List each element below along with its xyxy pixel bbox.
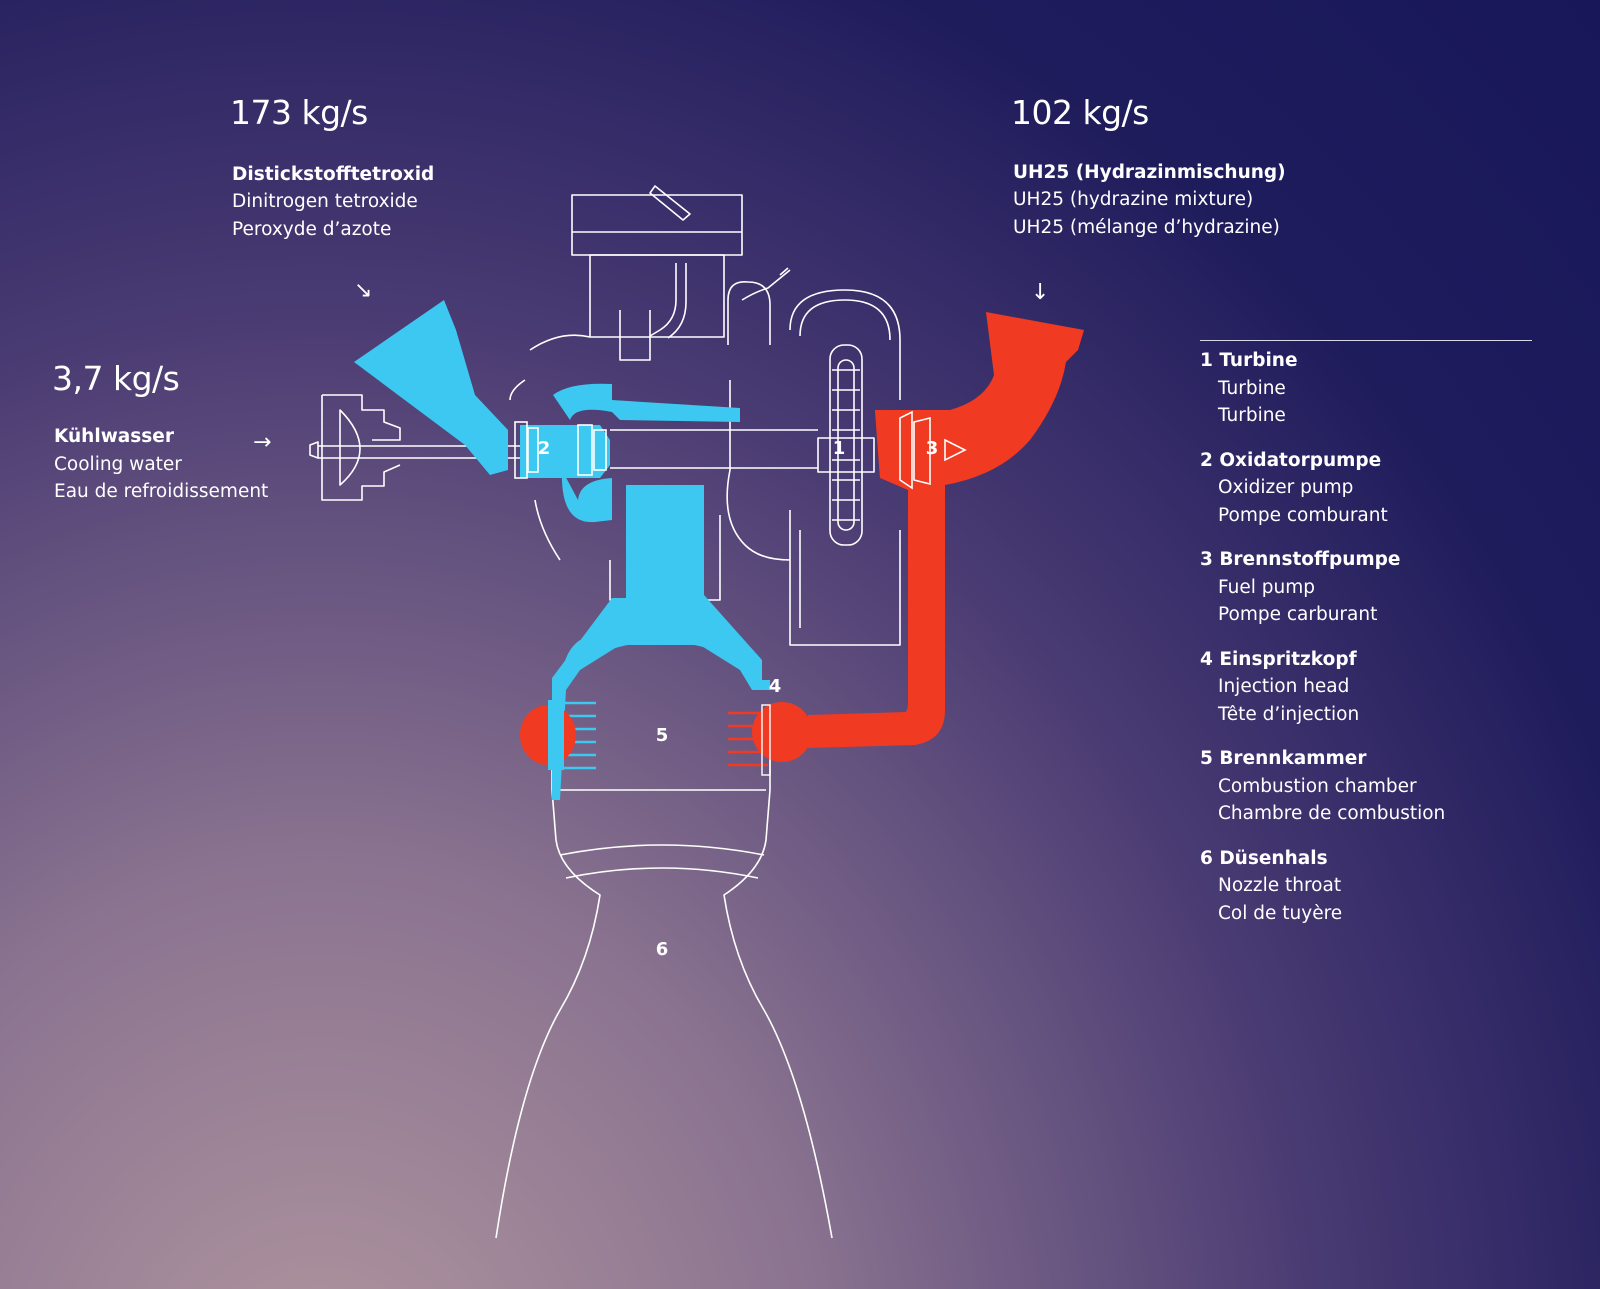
legend-item-title: 5 Brennkammer xyxy=(1200,748,1445,778)
fuel-name-en: UH25 (hydrazine mixture) xyxy=(1013,189,1254,210)
legend-item-label-en: Injection head xyxy=(1218,676,1350,697)
oxidizer-arrow-icon: ↘ xyxy=(354,278,373,303)
legend-item-title: 6 Düsenhals xyxy=(1200,847,1445,878)
coolant-arrow-icon: → xyxy=(253,430,272,455)
oxidizer-pump-outline xyxy=(514,421,607,479)
legend-item-label-en: Turbine xyxy=(1218,377,1286,399)
legend-item-number: 4 xyxy=(1200,648,1220,670)
fuel-pump-outline xyxy=(899,410,967,490)
legend-divider xyxy=(1200,340,1532,341)
legend-item-label-en: Oxidizer pump xyxy=(1218,477,1354,498)
oxidizer-flow-rate: 173 kg/s xyxy=(230,93,368,132)
legend-item-number: 5 xyxy=(1200,748,1220,769)
legend-item-label-en: Fuel pump xyxy=(1218,576,1315,598)
legend-item-label-fr: Chambre de combustion xyxy=(1218,803,1446,824)
legend-item-title: 3 Brennstoffpumpe xyxy=(1200,549,1445,579)
diagram-number-4: 4 xyxy=(769,676,782,697)
legend-item-label-de: Düsenhals xyxy=(1219,847,1328,869)
coolant-name-en: Cooling water xyxy=(54,454,182,475)
fuel-arrow-icon: ↓ xyxy=(1031,280,1050,305)
legend-item-label-de: Brennstoffpumpe xyxy=(1219,549,1401,570)
coolant-name-fr: Eau de refroidissement xyxy=(54,481,269,502)
legend-item-label-de: Oxidatorpumpe xyxy=(1219,449,1382,471)
legend-item-label-fr: Pompe carburant xyxy=(1218,604,1378,625)
legend-item-label-fr: Turbine xyxy=(1218,405,1286,426)
fuel-flow-rate: 102 kg/s xyxy=(1011,93,1149,132)
legend-item-label-de: Einspritzkopf xyxy=(1219,648,1357,670)
legend-item-title: 2 Oxidatorpumpe xyxy=(1200,449,1445,480)
oxidizer-manifold-cover xyxy=(548,700,564,770)
legend-item-label-fr: Col de tuyère xyxy=(1218,902,1343,924)
fuel-name-de: UH25 (Hydrazinmischung) xyxy=(1013,162,1286,183)
diagram-number-1: 1 xyxy=(833,438,846,459)
legend-item-title: 4 Einspritzkopf xyxy=(1200,648,1445,679)
turbine-housing-outline xyxy=(726,267,901,646)
legend-item-label-fr: Tête d’injection xyxy=(1218,703,1360,725)
legend-item-label-en: Nozzle throat xyxy=(1218,875,1342,896)
legend-item-title: 1 Turbine xyxy=(1200,350,1445,380)
legend-item-label-de: Turbine xyxy=(1219,350,1298,371)
legend-item-number: 3 xyxy=(1200,549,1220,570)
coolant-name-de: Kühlwasser xyxy=(54,426,174,447)
fuel-line xyxy=(752,312,1084,762)
diagram-number-6: 6 xyxy=(656,939,669,960)
legend-item-label-de: Brennkammer xyxy=(1219,748,1367,769)
coolant-flow-rate: 3,7 kg/s xyxy=(52,359,180,398)
legend-item-number: 6 xyxy=(1200,847,1220,869)
legend-item-label-fr: Pompe comburant xyxy=(1218,504,1388,526)
legend-item-number: 2 xyxy=(1200,449,1220,471)
diagram-number-3: 3 xyxy=(926,438,939,459)
fuel-name-fr: UH25 (mélange d’hydrazine) xyxy=(1013,217,1280,238)
gas-generator-outline xyxy=(571,185,743,361)
diagram-number-5: 5 xyxy=(656,725,669,746)
fuel-manifold-wall xyxy=(761,704,771,776)
legend-item-label-en: Combustion chamber xyxy=(1218,775,1417,797)
diagram-number-2: 2 xyxy=(538,438,551,459)
oxidizer-name-fr: Peroxyde d’azote xyxy=(232,219,392,240)
pump-shaft-outline xyxy=(309,334,818,601)
oxidizer-line xyxy=(354,300,770,800)
oxidizer-name-en: Dinitrogen tetroxide xyxy=(232,191,418,212)
oxidizer-name-de: Distickstofftetroxid xyxy=(232,164,435,185)
legend-item-number: 1 xyxy=(1200,350,1220,371)
nozzle-outline xyxy=(495,760,833,1239)
